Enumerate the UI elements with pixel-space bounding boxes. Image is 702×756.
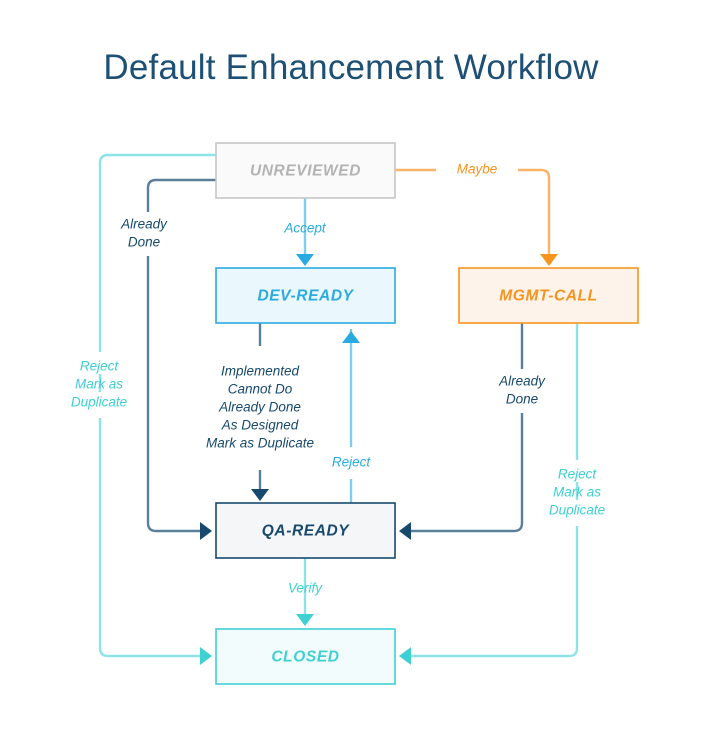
node-unreviewed-label: UNREVIEWED <box>250 163 361 180</box>
node-mgmt-call-label: MGMT-CALL <box>499 288 597 305</box>
arrow-into-qa-ready-top-icon <box>251 489 269 501</box>
node-qa-ready-box[interactable] <box>215 502 396 559</box>
edge-label-qa-ready-to-closed-line-0: Verify <box>288 581 323 596</box>
edge-label-mgmt-call-to-closed-line-2: Duplicate <box>549 503 605 518</box>
node-dev-ready-box[interactable] <box>215 267 396 324</box>
edge-label-unreviewed-to-qa-ready-already-done-line-1: Done <box>128 235 160 250</box>
arrow-into-closed-top-icon <box>296 614 314 626</box>
edge-label-qa-ready-to-dev-ready: Reject <box>332 455 372 470</box>
arrow-into-qa-ready-left-icon <box>200 522 212 540</box>
edge-label-mgmt-call-to-qa-ready-already-done-line-0: Already <box>498 374 546 389</box>
arrow-into-closed-left-icon <box>200 647 212 665</box>
edge-label-unreviewed-to-qa-ready-already-done-line-0: Already <box>120 217 168 232</box>
node-qa-ready-label: QA-READY <box>262 523 351 540</box>
edge-unreviewed-to-mgmt-call <box>395 168 551 262</box>
node-qa-ready[interactable]: QA-READY <box>215 502 396 559</box>
node-dev-ready[interactable]: DEV-READY <box>215 267 396 324</box>
arrow-into-closed-right-icon <box>399 647 411 665</box>
edge-label-qa-ready-to-closed: Verify <box>288 581 323 596</box>
edge-label-mgmt-call-to-closed-line-1: Mark as <box>553 485 601 500</box>
edge-label-unreviewed-to-mgmt-call-line-0: Maybe <box>457 162 498 177</box>
edge-label-dev-ready-to-qa-ready-line-0: Implemented <box>221 364 300 379</box>
page-title: Default Enhancement Workflow <box>103 48 599 87</box>
edge-label-dev-ready-to-qa-ready-line-2: Already Done <box>218 400 301 415</box>
arrow-into-qa-ready-right-icon <box>399 522 411 540</box>
edge-label-qa-ready-to-dev-ready-line-0: Reject <box>332 455 372 470</box>
node-closed-box[interactable] <box>215 628 396 685</box>
edge-label-unreviewed-to-closed-line-2: Duplicate <box>71 395 127 410</box>
node-dev-ready-label: DEV-READY <box>257 288 354 305</box>
edge-unreviewed-to-closed <box>98 153 216 658</box>
edge-label-dev-ready-to-qa-ready-line-4: Mark as Duplicate <box>206 436 314 451</box>
node-unreviewed[interactable]: UNREVIEWED <box>215 142 396 199</box>
edge-label-dev-ready-to-qa-ready-line-3: As Designed <box>221 418 299 433</box>
edge-label-mgmt-call-to-closed-line-0: Reject <box>558 467 598 482</box>
nodes-layer: UNREVIEWED DEV-READY MGMT-CALL QA-READY CLOS… <box>215 142 639 685</box>
arrow-into-dev-ready-reject-icon <box>342 331 360 343</box>
edge-label-unreviewed-to-closed-line-1: Mark as <box>75 377 123 392</box>
edge-label-mgmt-call-to-qa-ready-already-done-line-1: Done <box>506 392 538 407</box>
edge-mgmt-call-to-qa-ready-already-done <box>401 323 524 533</box>
edge-mgmt-call-to-closed <box>401 323 579 658</box>
node-unreviewed-box[interactable] <box>215 142 396 199</box>
edge-unreviewed-to-qa-ready-already-done <box>146 178 216 533</box>
edge-label-unreviewed-to-dev-ready-line-0: Accept <box>283 221 327 236</box>
node-closed[interactable]: CLOSED <box>215 628 396 685</box>
edge-label-dev-ready-to-qa-ready-line-1: Cannot Do <box>228 382 293 397</box>
edge-label-unreviewed-to-closed-line-0: Reject <box>80 359 120 374</box>
arrow-into-mgmt-call-icon <box>540 254 558 266</box>
edges-layer <box>98 153 579 658</box>
edge-label-unreviewed-to-dev-ready: Accept <box>283 221 327 236</box>
node-closed-label: CLOSED <box>271 649 339 666</box>
arrowheads-layer <box>200 254 558 665</box>
node-mgmt-call-box[interactable] <box>458 267 639 324</box>
arrow-into-dev-ready-icon <box>296 254 314 266</box>
edge-label-unreviewed-to-mgmt-call: Maybe <box>457 162 498 177</box>
node-mgmt-call[interactable]: MGMT-CALL <box>458 267 639 324</box>
